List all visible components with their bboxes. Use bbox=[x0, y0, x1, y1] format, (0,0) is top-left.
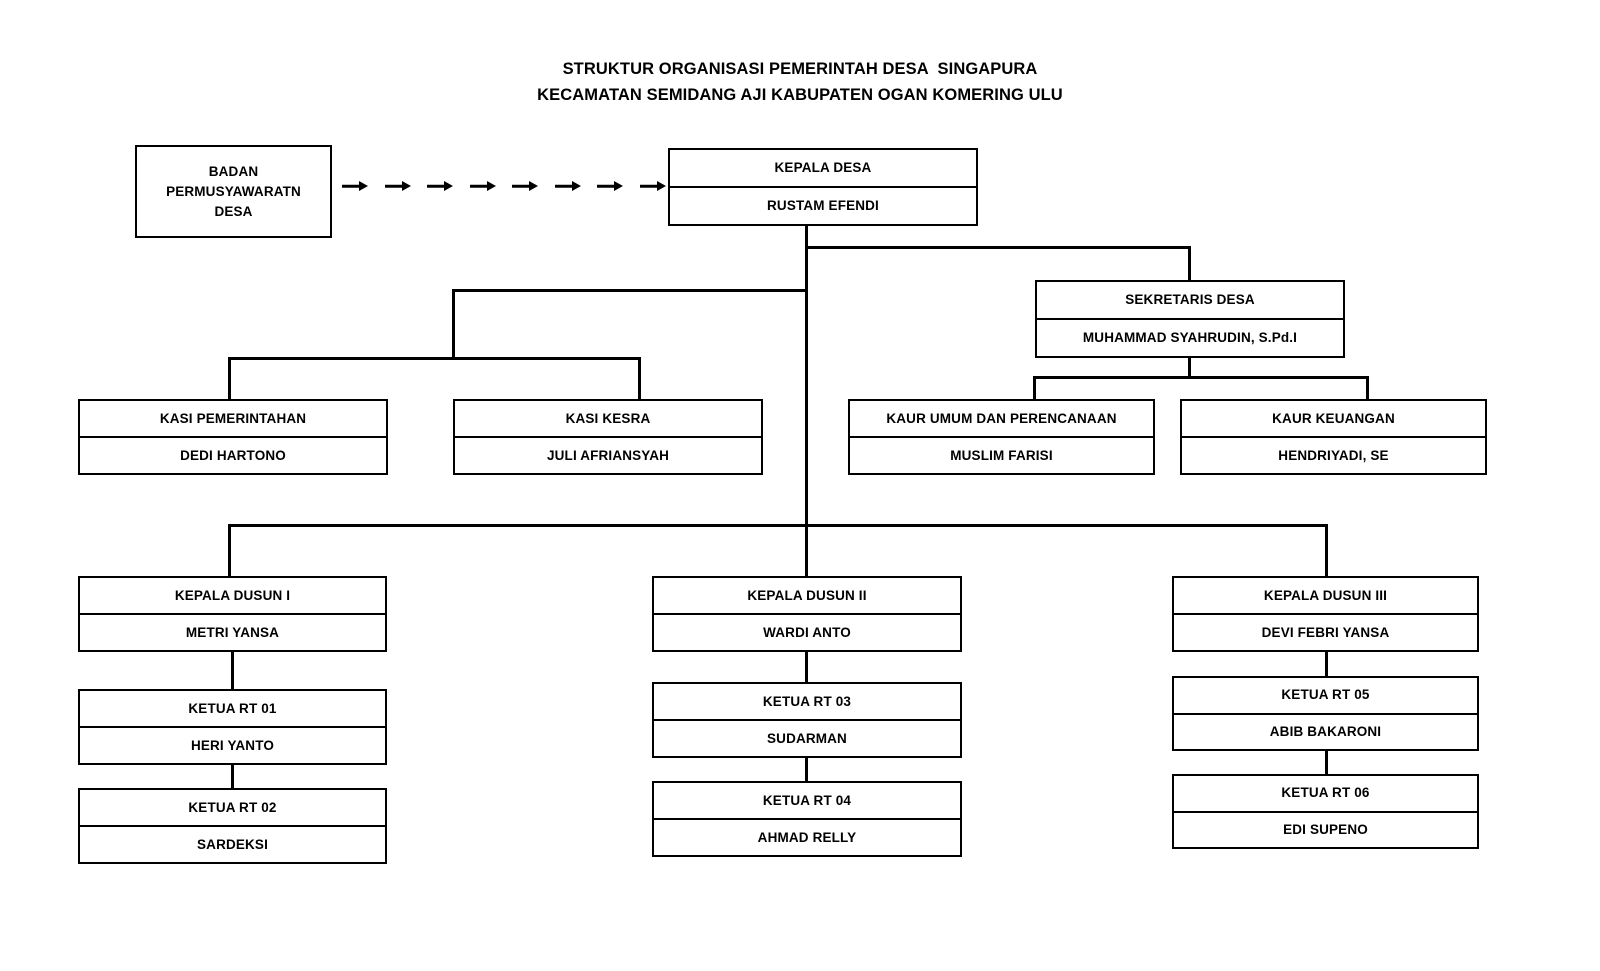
rt-04-name: AHMAD RELLY bbox=[757, 829, 857, 845]
rt-06-name: EDI SUPENO bbox=[1283, 821, 1368, 837]
kaur-keuangan-position: KAUR KEUANGAN bbox=[1182, 401, 1485, 438]
connector-sekretaris-drop bbox=[1188, 358, 1191, 378]
rt-06-position: KETUA RT 06 bbox=[1174, 776, 1477, 813]
arrow-icon-4 bbox=[470, 180, 496, 192]
rt-03-name: SUDARMAN bbox=[767, 730, 847, 746]
dusun-1-position: KEPALA DUSUN I bbox=[80, 578, 385, 615]
node-kepala-dusun-2[interactable]: KEPALA DUSUN II WARDI ANTO bbox=[652, 576, 962, 652]
arrow-icon-2 bbox=[385, 180, 411, 192]
rt-01-name: HERI YANTO bbox=[190, 737, 275, 753]
arrow-icon-6 bbox=[555, 180, 581, 192]
node-kepala-dusun-1[interactable]: KEPALA DUSUN I METRI YANSA bbox=[78, 576, 387, 652]
kepala-desa-position: KEPALA DESA bbox=[670, 150, 976, 188]
node-ketua-rt-02[interactable]: KETUA RT 02 SARDEKSI bbox=[78, 788, 387, 864]
node-kepala-dusun-3[interactable]: KEPALA DUSUN III DEVI FEBRI YANSA bbox=[1172, 576, 1479, 652]
kaur-keuangan-name: HENDRIYADI, SE bbox=[1278, 447, 1389, 463]
connector-rt-03-to-rt-04 bbox=[805, 758, 808, 782]
node-ketua-rt-05[interactable]: KETUA RT 05 ABIB BAKARONI bbox=[1172, 676, 1479, 751]
connector-kaur-keuangan-drop bbox=[1366, 376, 1369, 400]
arrow-icon-5 bbox=[512, 180, 538, 192]
node-kasi-pemerintahan[interactable]: KASI PEMERINTAHAN DEDI HARTONO bbox=[78, 399, 388, 475]
connector-kepala-desa-trunk bbox=[805, 226, 808, 525]
dusun-2-name: WARDI ANTO bbox=[763, 624, 851, 640]
connector-dusun-3-drop bbox=[1325, 524, 1328, 577]
node-ketua-rt-03[interactable]: KETUA RT 03 SUDARMAN bbox=[652, 682, 962, 758]
connector-to-kasi-horizontal bbox=[452, 289, 807, 292]
node-ketua-rt-01[interactable]: KETUA RT 01 HERI YANTO bbox=[78, 689, 387, 765]
sekretaris-desa-name: MUHAMMAD SYAHRUDIN, S.Pd.I bbox=[1082, 330, 1298, 345]
connector-rt-01-to-rt-02 bbox=[231, 765, 234, 789]
arrow-icon-3 bbox=[427, 180, 453, 192]
connector-to-sekretaris-vertical bbox=[1188, 246, 1191, 280]
kasi-kesra-name: JULI AFRIANSYAH bbox=[546, 447, 670, 463]
connector-dusun-1-to-rt-01 bbox=[231, 652, 234, 689]
rt-05-position: KETUA RT 05 bbox=[1174, 678, 1477, 715]
kaur-umum-position: KAUR UMUM DAN PERENCANAAN bbox=[850, 401, 1153, 438]
dusun-3-position: KEPALA DUSUN III bbox=[1174, 578, 1477, 615]
connector-dusun-bus bbox=[228, 524, 1328, 527]
node-ketua-rt-06[interactable]: KETUA RT 06 EDI SUPENO bbox=[1172, 774, 1479, 849]
sekretaris-desa-position: SEKRETARIS DESA bbox=[1037, 282, 1343, 320]
dusun-3-name: DEVI FEBRI YANSA bbox=[1261, 624, 1390, 640]
bpd-line-2: PERMUSYAWARATN bbox=[166, 183, 301, 199]
node-kaur-umum-dan-perencanaan[interactable]: KAUR UMUM DAN PERENCANAAN MUSLIM FARISI bbox=[848, 399, 1155, 475]
node-kepala-desa[interactable]: KEPALA DESA RUSTAM EFENDI bbox=[668, 148, 978, 226]
node-kaur-keuangan[interactable]: KAUR KEUANGAN HENDRIYADI, SE bbox=[1180, 399, 1487, 475]
rt-03-position: KETUA RT 03 bbox=[654, 684, 960, 721]
connector-kaur-bus bbox=[1033, 376, 1368, 379]
rt-01-position: KETUA RT 01 bbox=[80, 691, 385, 728]
node-sekretaris-desa[interactable]: SEKRETARIS DESA MUHAMMAD SYAHRUDIN, S.Pd… bbox=[1035, 280, 1345, 358]
bpd-line-3: DESA bbox=[214, 203, 253, 219]
connector-kaur-umum-drop bbox=[1033, 376, 1036, 400]
chart-title-line-2: KECAMATAN SEMIDANG AJI KABUPATEN OGAN KO… bbox=[537, 86, 1063, 104]
node-badan-permusyawaratan-desa[interactable]: BADAN PERMUSYAWARATN DESA bbox=[135, 145, 332, 238]
arrow-icon-1 bbox=[342, 180, 368, 192]
bpd-text: BADAN PERMUSYAWARATN DESA bbox=[137, 147, 330, 236]
bpd-to-kepala-desa-arrows bbox=[342, 179, 666, 193]
connector-kasi-bus bbox=[228, 357, 640, 360]
chart-title-line-1: STRUKTUR ORGANISASI PEMERINTAH DESA SING… bbox=[562, 60, 1038, 78]
connector-rt-05-to-rt-06 bbox=[1325, 751, 1328, 775]
kepala-desa-name: RUSTAM EFENDI bbox=[767, 198, 879, 213]
bpd-line-1: BADAN bbox=[208, 163, 259, 179]
rt-02-name: SARDEKSI bbox=[197, 836, 268, 852]
connector-kasi-kesra-drop bbox=[638, 357, 641, 400]
connector-dusun-2-drop bbox=[805, 524, 808, 577]
kasi-kesra-position: KASI KESRA bbox=[455, 401, 761, 438]
connector-kasi-pemerintahan-drop bbox=[228, 357, 231, 400]
dusun-2-position: KEPALA DUSUN II bbox=[654, 578, 960, 615]
dusun-1-name: METRI YANSA bbox=[185, 624, 280, 640]
rt-02-position: KETUA RT 02 bbox=[80, 790, 385, 827]
connector-dusun-2-to-rt-03 bbox=[805, 652, 808, 682]
node-kasi-kesra[interactable]: KASI KESRA JULI AFRIANSYAH bbox=[453, 399, 763, 475]
connector-to-kasi-drop bbox=[452, 289, 455, 359]
kasi-pemerintahan-name: DEDI HARTONO bbox=[180, 447, 286, 463]
node-ketua-rt-04[interactable]: KETUA RT 04 AHMAD RELLY bbox=[652, 781, 962, 857]
connector-dusun-1-drop bbox=[228, 524, 231, 577]
kasi-pemerintahan-position: KASI PEMERINTAHAN bbox=[80, 401, 386, 438]
arrow-icon-8 bbox=[640, 180, 666, 192]
connector-to-sekretaris-horizontal bbox=[805, 246, 1191, 249]
arrow-icon-7 bbox=[597, 180, 623, 192]
rt-05-name: ABIB BAKARONI bbox=[1269, 723, 1382, 739]
chart-title: STRUKTUR ORGANISASI PEMERINTAH DESA SING… bbox=[0, 56, 1600, 108]
rt-04-position: KETUA RT 04 bbox=[654, 783, 960, 820]
connector-dusun-3-to-rt-05 bbox=[1325, 652, 1328, 676]
kaur-umum-name: MUSLIM FARISI bbox=[950, 447, 1053, 463]
